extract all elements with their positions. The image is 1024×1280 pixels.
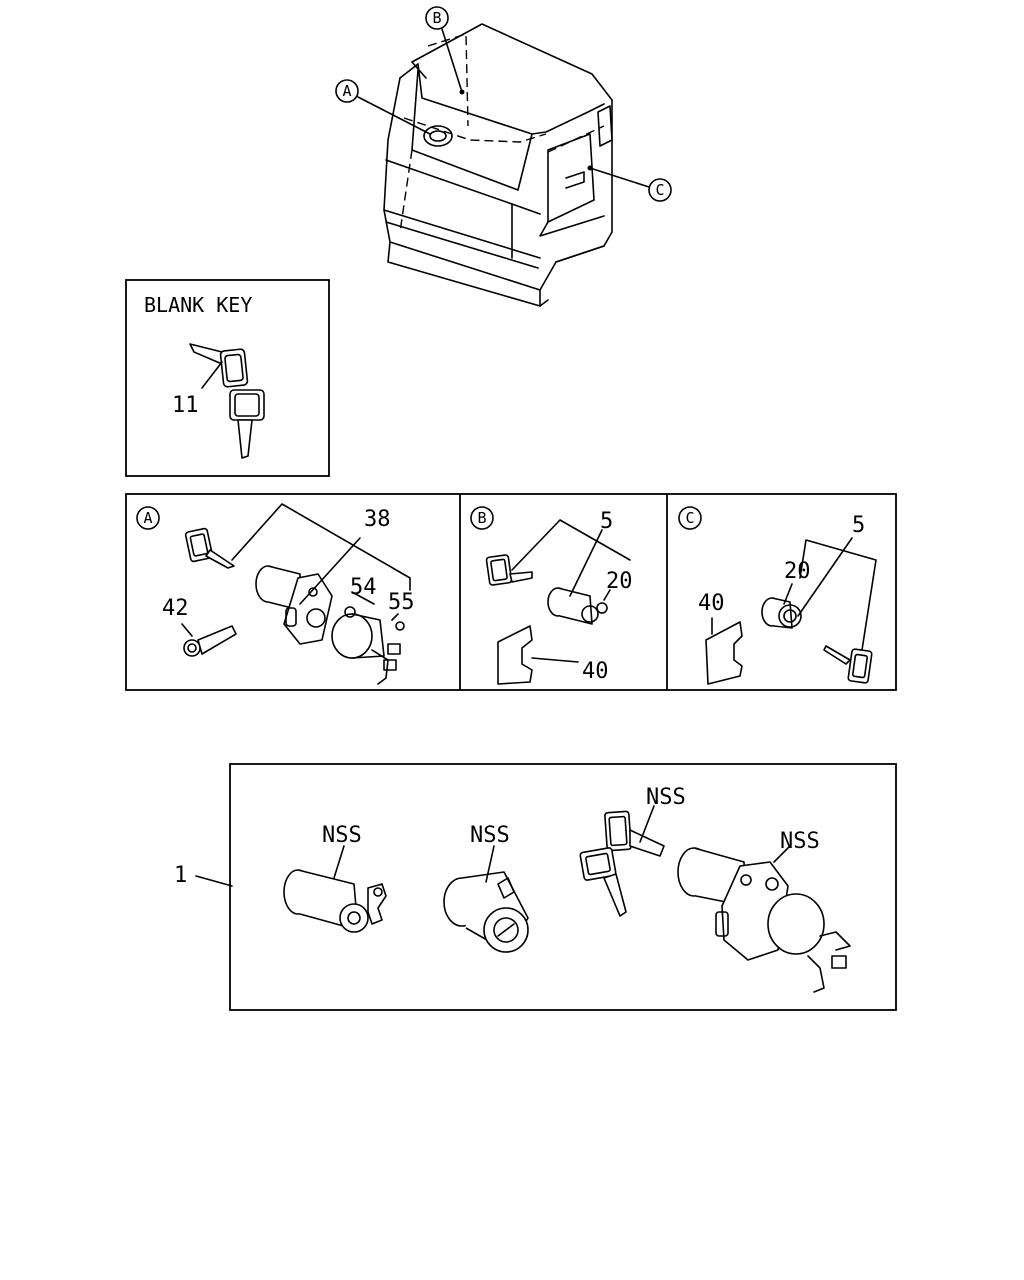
callout-b: B	[425, 6, 465, 95]
callout-a: A	[335, 79, 431, 135]
callout-c-label: C	[655, 181, 664, 199]
kit-ignition-switch: NSS	[677, 829, 851, 993]
detail-a-marker: A	[143, 509, 152, 527]
detail-panels	[125, 493, 897, 691]
kit-nss-label-2: NSS	[470, 823, 510, 848]
kit-cylinder-2: NSS	[443, 823, 529, 953]
detail-b-door-lock: B 5 20 40	[470, 506, 633, 685]
part-label-40-b: 40	[582, 659, 609, 684]
truck-cab-illustration	[383, 23, 613, 307]
part-label-40-c: 40	[698, 591, 725, 616]
callout-c: C	[587, 165, 672, 202]
detail-c-door-lock: C 5 20 40	[678, 506, 877, 685]
part-label-42: 42	[162, 596, 189, 621]
part-label-38: 38	[364, 507, 391, 532]
part-label-55: 55	[388, 590, 415, 615]
kit-nss-label-1: NSS	[322, 823, 362, 848]
kit-nss-label-3: NSS	[646, 785, 686, 810]
part-label-20-c: 20	[784, 559, 811, 584]
part-label-11: 11	[172, 393, 199, 418]
part-label-54: 54	[350, 575, 377, 600]
part-label-5-c: 5	[852, 513, 865, 538]
part-label-1: 1	[174, 863, 187, 888]
callout-b-label: B	[432, 9, 441, 27]
kit-nss-label-4: NSS	[780, 829, 820, 854]
kit-keys: NSS	[579, 785, 686, 917]
detail-a-ignition-switch: A 38 54 55 42	[136, 503, 415, 685]
blank-key-title: BLANK KEY	[144, 293, 252, 317]
detail-b-marker: B	[477, 509, 486, 527]
blank-key-panel: BLANK KEY 11	[125, 279, 330, 477]
part-label-20-b: 20	[606, 569, 633, 594]
part-label-5-b: 5	[600, 509, 613, 534]
detail-c-marker: C	[685, 509, 694, 527]
lock-set-kit-panel: 1 NSS NSS	[174, 763, 897, 1011]
kit-cylinder-1: NSS	[283, 823, 387, 933]
callout-a-label: A	[342, 82, 351, 100]
